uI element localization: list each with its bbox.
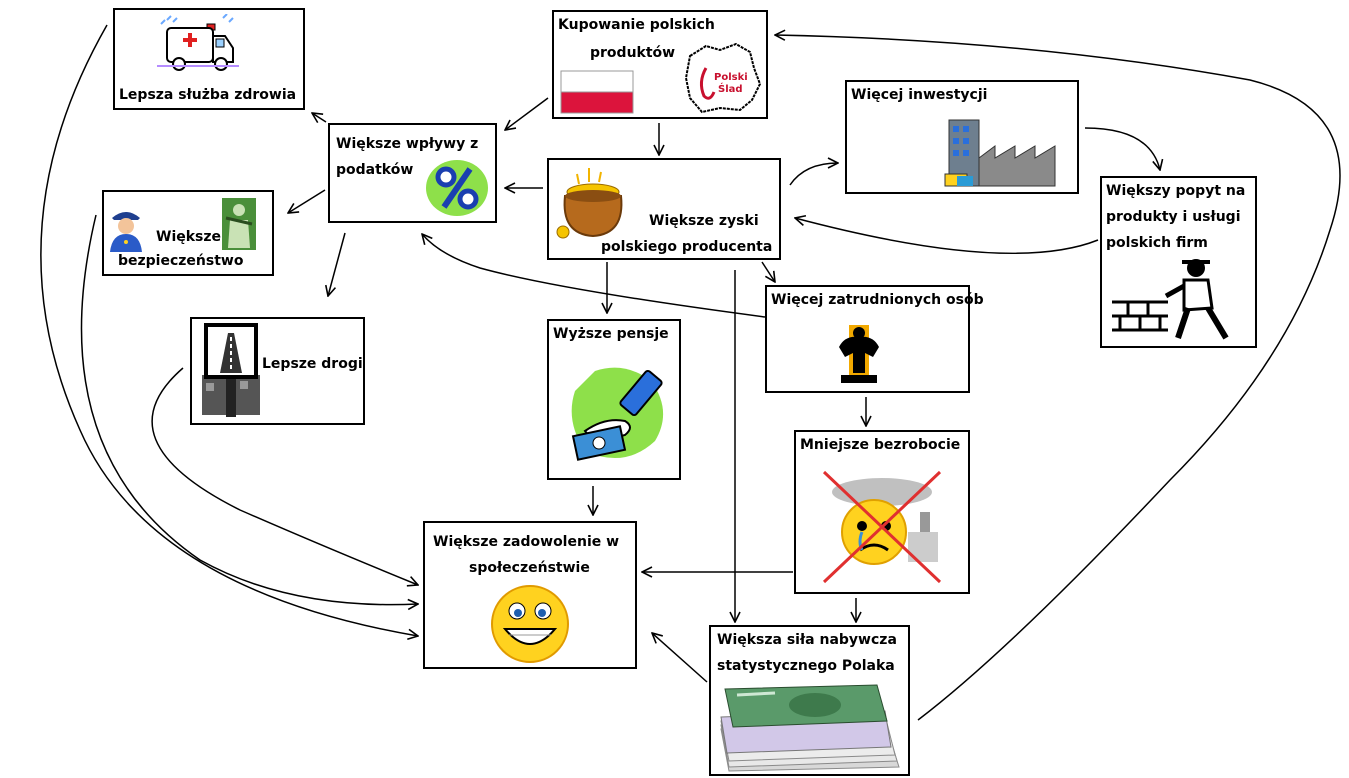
arrow-employed-to-taxes <box>422 234 766 318</box>
bricklayer-icon <box>1112 259 1229 340</box>
pot-of-gold-icon <box>556 168 623 239</box>
banknote-stack-icon <box>720 684 900 772</box>
profits-label-line2: polskiego producenta <box>601 239 773 255</box>
strongman-icon <box>839 325 879 383</box>
satisfaction-label-line1: Większe zadowolenie w <box>433 534 620 550</box>
node-better-roads: Lepsze drogi <box>190 317 365 425</box>
node-higher-producer-profits: Większe zyski polskiego producenta <box>547 158 781 260</box>
node-higher-wages: Wyższe pensje <box>547 319 681 480</box>
arrow-purchasing-to-buying <box>775 35 1341 721</box>
logo-text-line2: Ślad <box>718 82 743 95</box>
police-officer-icon <box>110 212 142 252</box>
factory-icon <box>944 119 1056 187</box>
arrow-demand-to-profits <box>795 218 1099 255</box>
arrow-roads-to-satisfaction <box>151 367 418 585</box>
demand-label-line1: Większy popyt na <box>1106 183 1246 199</box>
arrow-taxes-to-roads <box>328 232 346 296</box>
arrow-purchasing-to-satisfaction <box>652 633 708 683</box>
soldier-icon <box>222 198 256 250</box>
buying-label-line1: Kupowanie polskich <box>558 17 715 33</box>
arrow-investment-to-demand <box>1084 127 1160 170</box>
taxes-label-line1: Większe wpływy z <box>336 136 479 152</box>
arrow-taxes-to-security <box>288 189 326 213</box>
unemployment-label: Mniejsze bezrobocie <box>800 437 961 453</box>
arrow-taxes-to-health <box>312 113 327 122</box>
buying-label-line2: produktów <box>590 45 676 61</box>
taxes-label-line2: podatków <box>336 162 414 178</box>
crossed-sad-face-icon <box>822 470 942 584</box>
node-more-investment: Więcej inwestycji <box>845 80 1079 194</box>
logo-text-line1: Polski <box>714 72 748 83</box>
employed-label: Więcej zatrudnionych osób <box>771 292 984 308</box>
security-label-line1: Większe <box>156 229 222 245</box>
wages-label: Wyższe pensje <box>553 326 669 342</box>
node-more-employed: Więcej zatrudnionych osób <box>765 285 984 393</box>
arrow-security-to-satisfaction <box>80 214 418 605</box>
node-higher-demand: Większy popyt na produkty i usługi polsk… <box>1100 176 1257 348</box>
purchasing-label-line2: statystycznego Polaka <box>717 658 895 674</box>
node-buying-polish-products: Kupowanie polskich produktów Polski Ślad <box>552 10 768 119</box>
purchasing-label-line1: Większa siła nabywcza <box>717 632 897 648</box>
arrow-health-to-satisfaction <box>40 24 418 636</box>
node-higher-tax-revenue: Większe wpływy z podatków <box>328 123 497 223</box>
node-lower-unemployment: Mniejsze bezrobocie <box>794 430 970 594</box>
profits-label-line1: Większe zyski <box>649 213 759 229</box>
roads-label: Lepsze drogi <box>262 356 363 372</box>
demand-label-line2: produkty i usługi <box>1106 209 1241 225</box>
demand-label-line3: polskich firm <box>1106 235 1208 251</box>
node-better-healthcare: Lepsza służba zdrowia <box>113 8 305 110</box>
arrow-profits-to-employed <box>761 261 775 282</box>
arrow-profits-to-investment <box>789 163 838 186</box>
percent-icon <box>426 160 488 216</box>
polish-flag-icon <box>560 70 634 114</box>
health-label: Lepsza służba zdrowia <box>119 87 297 103</box>
node-more-security: Większe bezpieczeństwo <box>102 190 274 276</box>
node-higher-purchasing-power: Większa siła nabywcza statystycznego Pol… <box>709 625 910 776</box>
grinning-smiley-icon <box>491 585 569 663</box>
polski-slad-logo: Polski Ślad <box>684 42 762 114</box>
ambulance-icon <box>157 14 239 71</box>
satisfaction-label-line2: społeczeństwie <box>469 560 590 576</box>
arrow-buying-to-taxes <box>505 97 549 130</box>
handshake-money-icon <box>571 367 664 461</box>
security-label-line2: bezpieczeństwo <box>118 253 244 269</box>
node-higher-social-satisfaction: Większe zadowolenie w społeczeństwie <box>423 521 637 669</box>
investment-label: Więcej inwestycji <box>851 87 988 103</box>
highway-sign-icon <box>202 323 260 417</box>
